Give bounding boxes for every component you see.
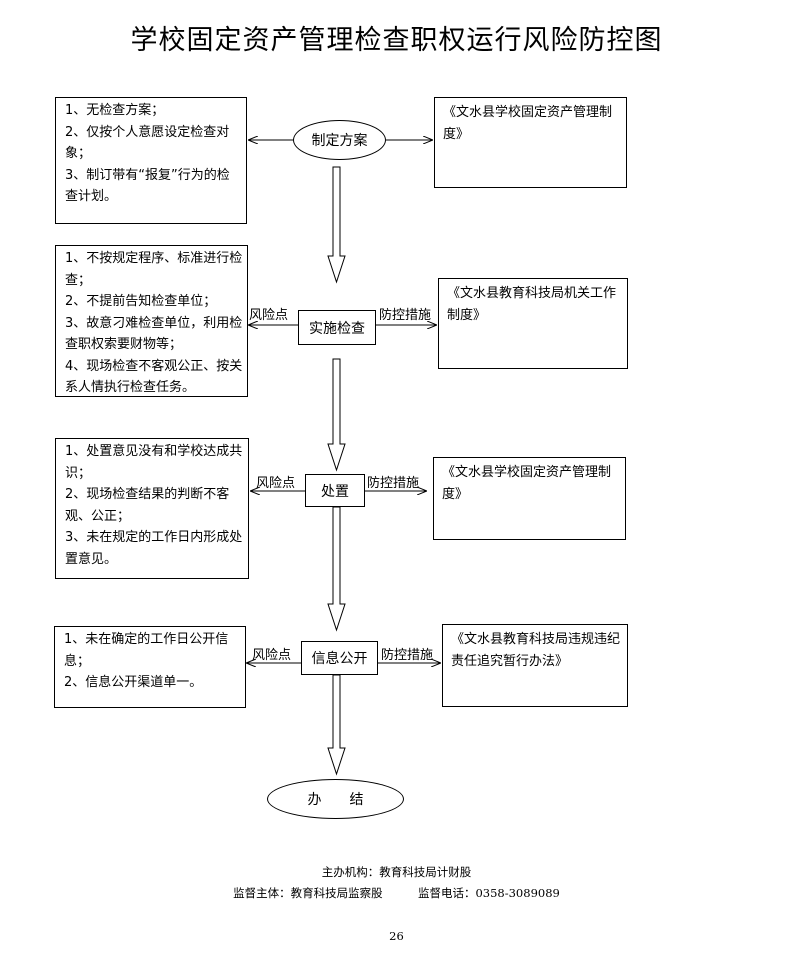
risk-box-4: 1、未在确定的工作日公开信息； 2、信息公开渠道单一。 — [54, 626, 246, 708]
control-measure-label: 防控措施 — [381, 648, 434, 663]
step-label: 处置 — [321, 483, 349, 500]
step-label: 实施检查 — [309, 320, 365, 337]
control-measure-label: 防控措施 — [379, 308, 432, 323]
page-title: 学校固定资产管理检查职权运行风险防控图 — [130, 25, 663, 56]
step-completion: 办 结 — [267, 779, 404, 819]
risk-box-2: 1、不按规定程序、标准进行检查； 2、不提前告知检查单位； 3、故意刁难检查单位… — [55, 245, 248, 397]
risk-point-label: 风险点 — [252, 648, 292, 663]
risk-line: 4、现场检查不客观公正、按关系人情执行检查任务。 — [65, 358, 243, 396]
risk-line: 3、未在规定的工作日内形成处置意见。 — [65, 530, 243, 567]
step-label: 信息公开 — [311, 651, 368, 667]
step-info-disclosure: 信息公开 — [301, 641, 378, 675]
control-box-4: 《文水县教育科技局违规违纪责任追究暂行办法》 — [442, 624, 628, 707]
risk-line: 2、不提前告知检查单位； — [65, 294, 217, 309]
risk-box-3: 1、处置意见没有和学校达成共识； 2、现场检查结果的判断不客观、公正； 3、未在… — [55, 438, 249, 579]
flow-arrow-3 — [327, 506, 346, 632]
step-label: 办 结 — [307, 792, 364, 808]
flow-arrow-4 — [327, 674, 346, 776]
risk-line: 1、未在确定的工作日公开信息； — [64, 632, 229, 669]
risk-point-label: 风险点 — [256, 476, 296, 491]
step-make-plan: 制定方案 — [293, 120, 386, 160]
control-text: 《文水县教育科技局机关工作制度》 — [447, 286, 617, 323]
risk-line: 1、无检查方案； — [65, 103, 165, 118]
risk-line: 2、信息公开渠道单一。 — [64, 675, 203, 690]
footer-supervision: 监督主体：教育科技局监察股 监督电话：0358-3089089 — [0, 885, 793, 901]
footer-phone: 监督电话：0358-3089089 — [417, 886, 560, 900]
control-measure-label: 防控措施 — [367, 476, 420, 491]
risk-line: 1、处置意见没有和学校达成共识； — [65, 444, 243, 481]
control-text: 《文水县学校固定资产管理制度》 — [442, 465, 612, 502]
control-box-2: 《文水县教育科技局机关工作制度》 — [438, 278, 628, 369]
control-box-1: 《文水县学校固定资产管理制度》 — [434, 97, 627, 188]
step-label: 制定方案 — [311, 133, 368, 149]
step-inspection: 实施检查 — [298, 310, 376, 345]
risk-line: 3、制订带有“报复”行为的检查计划。 — [65, 167, 230, 205]
risk-line: 3、故意刁难检查单位，利用检查职权索要财物等； — [65, 315, 243, 353]
control-box-3: 《文水县学校固定资产管理制度》 — [433, 457, 626, 540]
page-number: 26 — [389, 929, 404, 943]
footer-supervisor: 监督主体：教育科技局监察股 — [233, 886, 383, 900]
flow-arrow-1 — [327, 166, 346, 284]
flow-arrow-2 — [327, 358, 346, 472]
control-text: 《文水县学校固定资产管理制度》 — [443, 105, 613, 142]
risk-line: 1、不按规定程序、标准进行检查； — [65, 251, 243, 288]
risk-line: 2、仅按个人意愿设定检查对象； — [65, 124, 230, 162]
risk-line: 2、现场检查结果的判断不客观、公正； — [65, 487, 230, 524]
step-disposal: 处置 — [305, 474, 365, 507]
control-text: 《文水县教育科技局违规违纪责任追究暂行办法》 — [451, 632, 621, 669]
risk-point-label: 风险点 — [249, 308, 289, 323]
risk-box-1: 1、无检查方案； 2、仅按个人意愿设定检查对象； 3、制订带有“报复”行为的检查… — [55, 97, 247, 224]
footer-organizer: 主办机构：教育科技局计财股 — [321, 865, 472, 879]
